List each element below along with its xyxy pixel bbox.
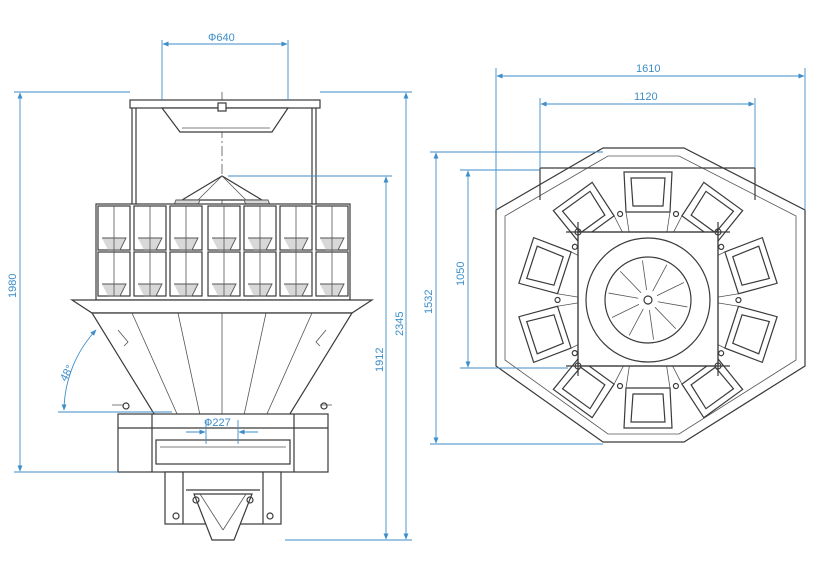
dim-plan-depth-1050: 1050: [455, 262, 467, 286]
weigh-bucket: [133, 205, 167, 297]
cone-spoke: [642, 260, 648, 291]
cone-spoke: [654, 306, 677, 330]
cone-spoke: [648, 309, 654, 340]
plan-dimension-lines: [430, 68, 806, 445]
weigh-bucket: [279, 205, 313, 297]
plan-view: 1610 1120 1050 1532: [423, 63, 806, 445]
plan-bucket: [518, 296, 595, 364]
dim-discharge-diameter: Ф227: [204, 417, 231, 429]
discharge-chute: [164, 471, 282, 541]
collar-ring: [69, 299, 375, 314]
plan-bucket: [701, 236, 778, 304]
machine-base: [117, 413, 329, 473]
cone-spoke: [656, 282, 685, 296]
dim-height-1912: 1912: [374, 348, 386, 372]
dim-cone-angle: 48°: [58, 363, 76, 383]
weigh-bucket: [169, 205, 203, 297]
top-feed-hopper: [129, 99, 321, 133]
cone-spoke: [608, 292, 639, 299]
dim-height-1980: 1980: [7, 274, 19, 298]
dim-top-hopper-diameter: Ф640: [208, 32, 235, 44]
weigh-bucket: [207, 205, 241, 297]
plan-bucket: [701, 301, 778, 364]
dim-height-2345: 2345: [394, 312, 406, 336]
cone-spoke: [611, 304, 640, 318]
dim-plan-width-1610: 1610: [636, 63, 660, 75]
weigh-bucket: [97, 205, 131, 297]
cone-spoke: [652, 264, 668, 292]
cone-spoke: [628, 308, 644, 336]
dim-plan-depth-1532: 1532: [423, 290, 435, 314]
support-frame: [131, 108, 317, 205]
plan-distribution-cone: [585, 237, 711, 363]
front-dimension-lines: [14, 40, 412, 541]
plan-bucket: [623, 171, 680, 239]
cone-spoke: [619, 270, 642, 294]
hopper-buckets-band: [95, 203, 351, 301]
dim-plan-width-1120: 1120: [634, 91, 658, 103]
cone-spoke: [657, 301, 688, 308]
weigh-bucket: [315, 205, 349, 297]
weigh-bucket: [243, 205, 277, 297]
front-elevation-view: Ф640 Ф227 1980 1912 2345 48°: [7, 32, 412, 541]
